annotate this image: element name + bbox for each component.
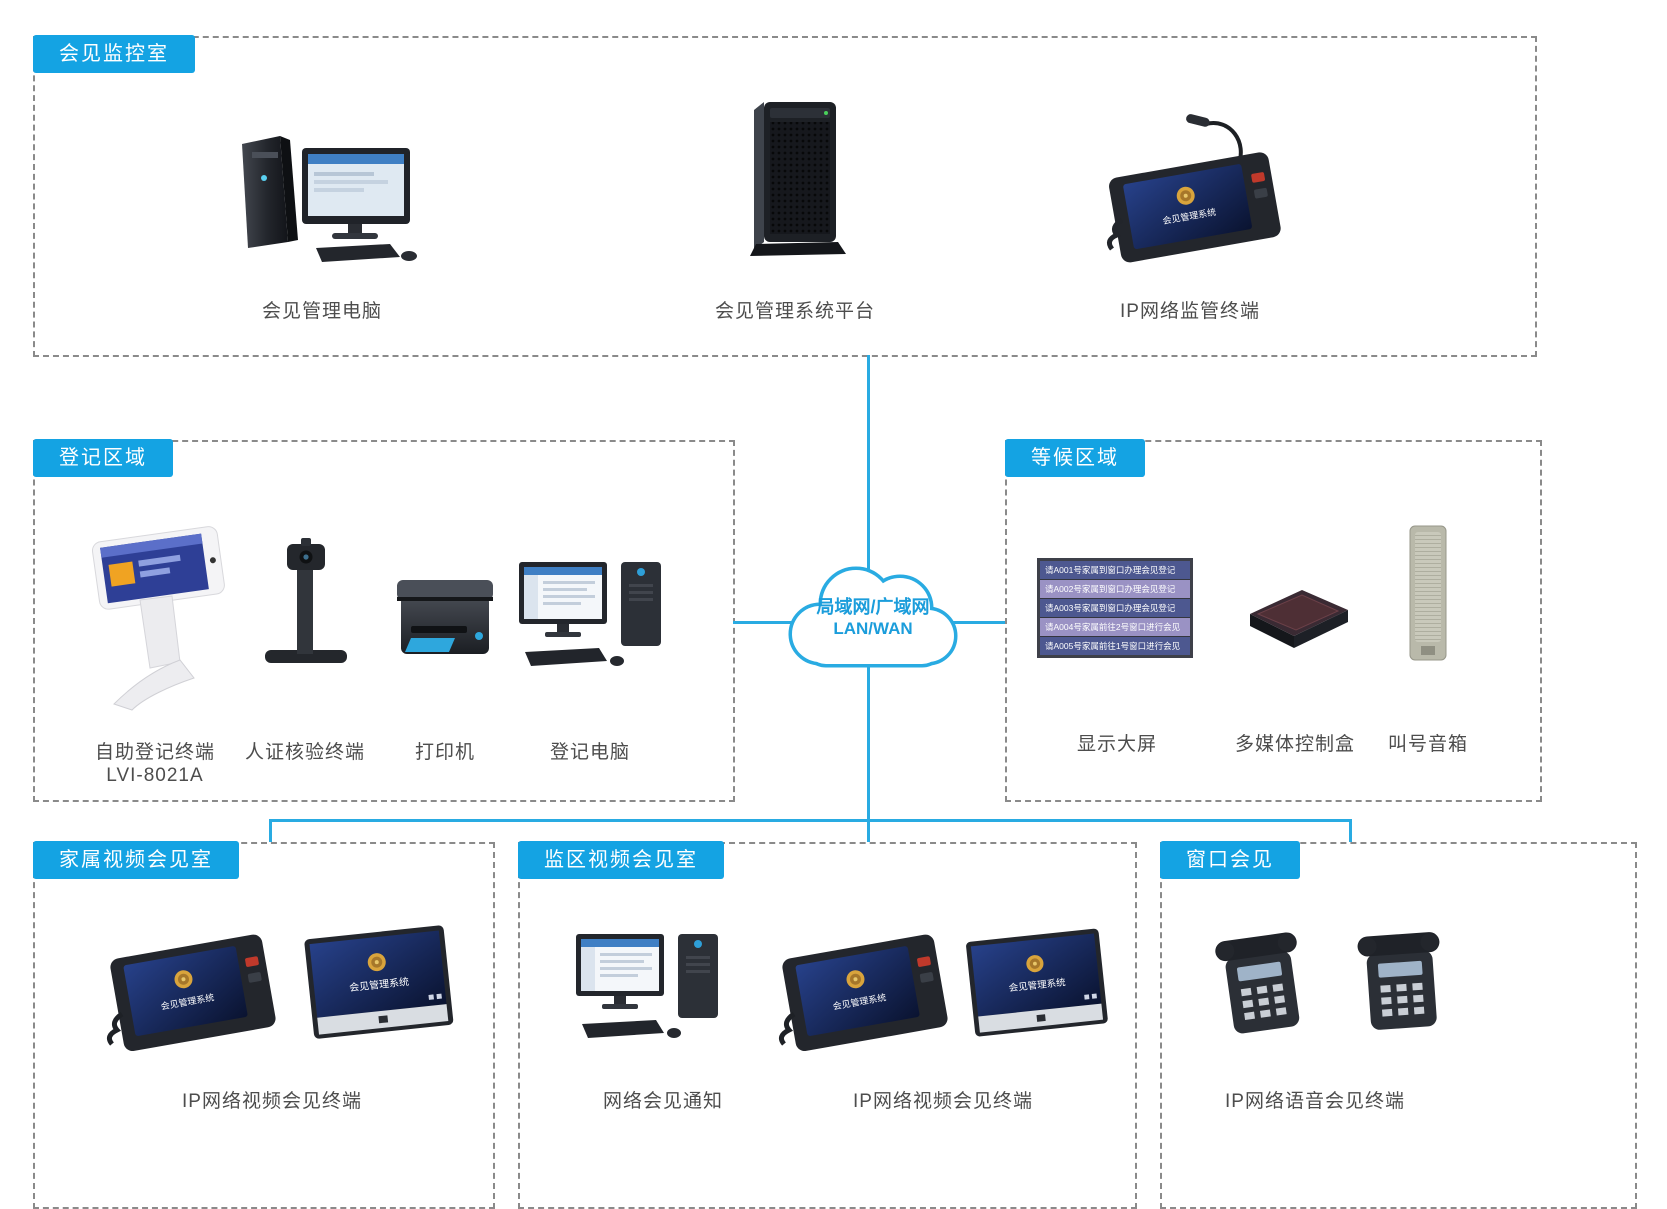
id-verification-terminal [265, 538, 347, 663]
caption-prison-video-terminal: IP网络视频会见终端 [853, 1091, 1033, 1112]
caption-printer: 打印机 [414, 742, 475, 763]
connector-drop-prison [867, 819, 870, 842]
cloud-label-en: LAN/WAN [833, 619, 913, 638]
caption-meeting-notice: 网络会见通知 [602, 1091, 723, 1112]
display-row: 请A002号家属到窗口办理会见登记 [1040, 580, 1190, 599]
window-meeting-box: 窗口会见 [1160, 841, 1637, 1209]
display-row: 请A003号家属到窗口办理会见登记 [1040, 599, 1190, 618]
display-row: 请A001号家属到窗口办理会见登记 [1040, 561, 1190, 580]
meeting-system-server [750, 102, 846, 256]
hall-display-screen: 请A001号家属到窗口办理会见登记 请A002号家属到窗口办理会见登记 请A00… [1037, 558, 1193, 658]
prison-room-tab: 监区视频会见室 [518, 841, 724, 879]
meeting-notice-computer [576, 934, 718, 1038]
display-row: 请A005号家属前往1号窗口进行会见 [1040, 637, 1190, 655]
connector-cloud-to-bottom [867, 624, 870, 822]
family-room-tab: 家属视频会见室 [33, 841, 239, 879]
registration-tab: 登记区域 [33, 439, 173, 477]
caption-kiosk-model: LVI-8021A [106, 765, 204, 786]
calling-speaker [1409, 525, 1447, 661]
family-room-box: 家属视频会见室 [33, 841, 495, 1209]
caption-kiosk: 自助登记终端 [94, 742, 215, 763]
display-row: 请A004号家属前往2号窗口进行会见 [1040, 618, 1190, 637]
connector-top-to-cloud [867, 355, 870, 622]
caption-voice-terminal: IP网络语音会见终端 [1225, 1091, 1405, 1112]
connector-drop-family [269, 819, 272, 842]
caption-family-video-terminal: IP网络视频会见终端 [182, 1091, 362, 1112]
caption-control-box: 多媒体控制盒 [1234, 734, 1355, 755]
family-video-terminal: 会见管理系统 [106, 934, 276, 1052]
registration-box: 登记区域 [33, 439, 735, 802]
prison-room-box: 监区视频会见室 [518, 841, 1137, 1209]
cloud-label: 局域网/广域网 LAN/WAN [768, 596, 978, 640]
caption-speaker: 叫号音箱 [1387, 734, 1468, 755]
waiting-area-box: 等候区域 [1005, 439, 1542, 802]
caption-ip-supervision-terminal: IP网络监管终端 [1120, 301, 1260, 322]
connector-bottom-bus [269, 819, 1352, 822]
printer [397, 580, 493, 654]
registration-computer [519, 562, 661, 666]
connector-drop-window [1349, 819, 1352, 842]
caption-id-verifier: 人证核验终端 [244, 742, 365, 763]
monitor-room-box: 会见监控室 [33, 35, 1537, 357]
caption-display-screen: 显示大屏 [1076, 734, 1157, 755]
lan-wan-cloud: 局域网/广域网 LAN/WAN [768, 552, 978, 692]
voice-phone [1215, 932, 1300, 1034]
cloud-label-cn: 局域网/广域网 [816, 597, 930, 617]
voice-phone [1357, 932, 1440, 1030]
caption-meeting-pc: 会见管理电脑 [261, 301, 382, 322]
prison-video-terminal: 会见管理系统 [778, 934, 948, 1052]
cloud-icon [788, 566, 958, 668]
self-registration-kiosk [91, 526, 225, 711]
caption-registration-pc: 登记电脑 [549, 742, 630, 763]
window-meeting-tab: 窗口会见 [1160, 841, 1300, 879]
multimedia-control-box [1250, 590, 1348, 648]
meeting-management-computer [242, 136, 417, 262]
family-meeting-monitor: 会见管理系统 [304, 925, 454, 1039]
waiting-area-tab: 等候区域 [1005, 439, 1145, 477]
monitor-room-tab: 会见监控室 [33, 35, 195, 73]
caption-server: 会见管理系统平台 [714, 301, 875, 322]
ip-supervision-terminal: 会见管理系统 [1106, 114, 1281, 263]
prison-meeting-monitor: 会见管理系统 [966, 928, 1108, 1037]
